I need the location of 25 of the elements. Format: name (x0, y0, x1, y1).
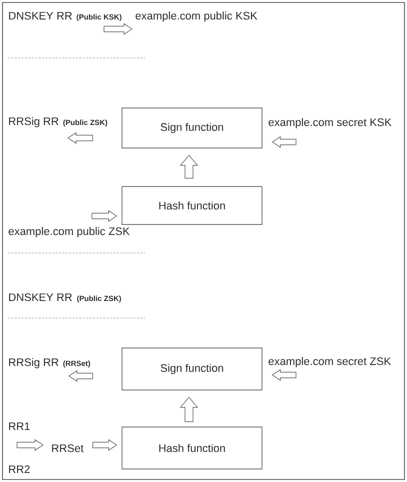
process-box: Sign function (122, 108, 262, 148)
process-box: Hash function (122, 426, 262, 470)
block-arrow (180, 154, 198, 178)
block-arrow (92, 210, 118, 222)
record-label: DNSKEY RR (9, 12, 72, 20)
record-label: RRSig RR (9, 358, 58, 368)
record-label: RR1 (9, 422, 30, 430)
process-box: Hash function (122, 186, 262, 225)
key-label: example.com secret KSK (268, 118, 392, 128)
record-label: DNSKEY RR (9, 293, 72, 302)
key-label: example.com secret ZSK (268, 357, 391, 368)
block-arrow (180, 396, 198, 422)
record-label: RR2 (9, 465, 30, 473)
block-arrow (67, 132, 93, 144)
block-arrow (16, 439, 44, 451)
block-arrow (104, 23, 133, 35)
process-box: Sign function (122, 348, 262, 390)
record-label: RRSig RR (9, 117, 58, 128)
block-arrow (68, 370, 93, 382)
record-set-label: RRSet (52, 444, 84, 452)
block-arrow (272, 136, 296, 148)
key-label: example.com public ZSK (8, 227, 130, 238)
key-label: example.com public KSK (136, 12, 258, 22)
block-arrow (272, 369, 296, 381)
block-arrow (92, 439, 118, 451)
